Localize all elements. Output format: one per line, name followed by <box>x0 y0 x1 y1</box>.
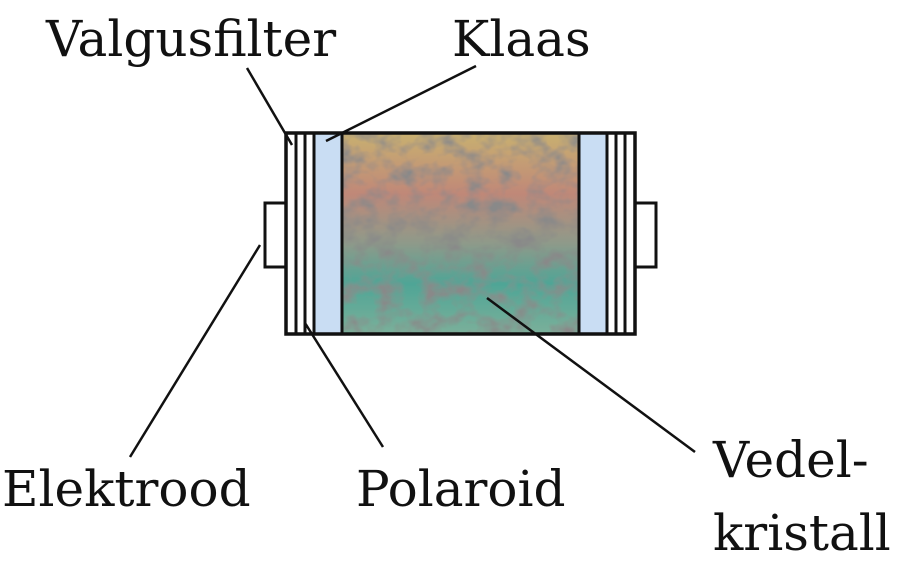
right-glass-plate <box>577 131 609 336</box>
label-color-filter: Valgusfilter <box>45 10 336 68</box>
leader-line-electrode <box>128 244 262 458</box>
leader-line-glass <box>325 64 477 143</box>
leader-line-polaroid <box>303 322 385 448</box>
cell-frame <box>284 131 637 336</box>
liquid-crystal-layer <box>342 133 579 334</box>
left-electrode-tab <box>263 201 288 269</box>
label-liquid-crystal-line2: kristall <box>713 504 891 562</box>
label-liquid-crystal-line1: Vedel- <box>712 431 869 489</box>
label-electrode: Elektrood <box>2 460 251 518</box>
leader-line-liquid-crystal <box>486 296 696 454</box>
label-polaroid: Polaroid <box>356 460 566 518</box>
right-electrode-tab <box>633 201 658 269</box>
left-inner-layer <box>303 131 316 336</box>
label-glass: Klaas <box>452 10 591 68</box>
leader-line-color-filter <box>245 67 294 146</box>
left-glass-plate <box>312 131 344 336</box>
